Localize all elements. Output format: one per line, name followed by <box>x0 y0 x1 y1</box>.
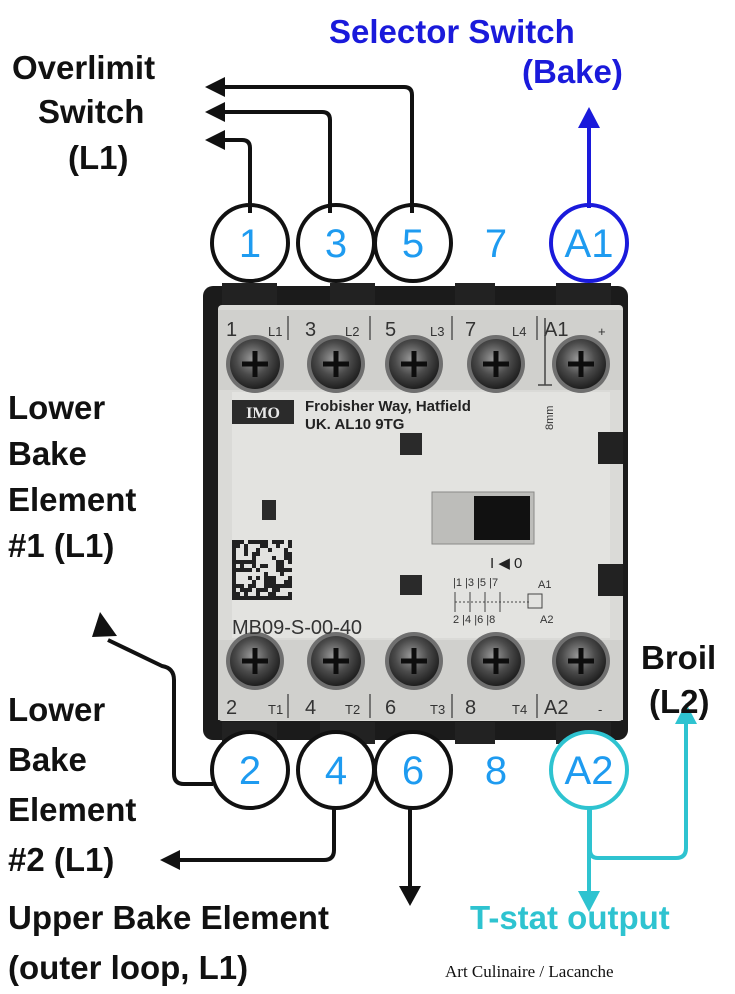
model-number: MB09-S-00-40 <box>232 617 362 639</box>
marking-top-8: A1 <box>544 319 568 341</box>
image-credit: Art Culinaire / Lacanche <box>445 962 614 981</box>
bottom-screw-2 <box>307 632 365 690</box>
marking-bottom-9: - <box>598 702 602 717</box>
lower-bake-1-connector <box>92 612 213 786</box>
bottom-terminal-row: 2 4 6 8 A2 <box>210 730 629 810</box>
marking-top-9: + <box>598 324 606 339</box>
bottom-screw-1 <box>226 632 284 690</box>
svg-text:A1: A1 <box>538 579 551 591</box>
lower-bake-1-label-4: #1 (L1) <box>8 527 115 564</box>
marking-bottom-6: 8 <box>465 697 476 719</box>
marking-bottom-8: A2 <box>544 697 568 719</box>
marking-bottom-1: T1 <box>268 702 283 717</box>
selector-connector <box>578 107 600 208</box>
address-line-2: UK. AL10 9TG <box>305 416 404 433</box>
marking-bottom-5: T3 <box>430 702 445 717</box>
marking-top-7: L4 <box>512 324 526 339</box>
marking-top-6: 7 <box>465 319 476 341</box>
marking-top-5: L3 <box>430 324 444 339</box>
lower-bake-1-label-2: Bake <box>8 435 87 472</box>
top-screw-4 <box>467 335 525 393</box>
address-line-1: Frobisher Way, Hatfield <box>305 398 471 415</box>
marking-bottom-2: 4 <box>305 697 316 719</box>
lower-bake-2-label-2: Bake <box>8 741 87 778</box>
top-screw-1 <box>226 335 284 393</box>
broil-label-2: (L2) <box>649 683 710 720</box>
lower-bake-1-label-3: Element <box>8 481 137 518</box>
bottom-screw-5 <box>552 632 610 690</box>
imo-logo-text: IMO <box>246 405 280 422</box>
marking-bottom-7: T4 <box>512 702 527 717</box>
contact-schematic: |1 |3 |5 |7 2 |4 |6 |8 A1 A2 <box>453 577 553 626</box>
top-terminal-label-3: 3 <box>325 222 347 266</box>
selector-bake-label: (Bake) <box>522 53 623 90</box>
bottom-screw-4 <box>467 632 525 690</box>
marking-top-3: L2 <box>345 324 359 339</box>
marking-top-0: 1 <box>226 319 237 341</box>
bottom-terminal-label-4: 4 <box>325 749 347 793</box>
marking-bottom-4: 6 <box>385 697 396 719</box>
bottom-terminal-circle-2 <box>210 730 290 810</box>
top-terminal-row: 1 3 5 7 A1 <box>210 203 629 283</box>
overlimit-connectors <box>222 85 414 213</box>
tstat-output-label: T-stat output <box>470 899 670 936</box>
lower-bake-2-label-4: #2 (L1) <box>8 841 115 878</box>
marking-top-1: L1 <box>268 324 282 339</box>
bottom-terminal-label-6: 6 <box>402 749 424 793</box>
top-terminal-label-1: 1 <box>239 222 261 266</box>
a2-connectors <box>578 703 697 912</box>
top-screw-3 <box>385 335 443 393</box>
marking-top-2: 3 <box>305 319 316 341</box>
lower-bake-2-connector <box>160 808 336 870</box>
marking-bottom-0: 2 <box>226 697 237 719</box>
overlimit-label-1: Overlimit <box>12 49 156 86</box>
svg-text:|1 |3 |5 |7: |1 |3 |5 |7 <box>453 577 498 589</box>
imo-logo <box>232 400 294 424</box>
top-terminal-label-7: 7 <box>485 222 507 266</box>
marking-bottom-3: T2 <box>345 702 360 717</box>
bottom-terminal-label-2: 2 <box>239 749 261 793</box>
svg-text:A2: A2 <box>540 614 553 626</box>
upper-bake-label-1: Upper Bake Element <box>8 899 329 936</box>
top-terminal-label-5: 5 <box>402 222 424 266</box>
selector-switch-label: Selector Switch <box>329 13 575 50</box>
overlimit-label-2: Switch <box>38 93 145 130</box>
bottom-screw-3 <box>385 632 443 690</box>
upper-bake-connector <box>399 808 421 906</box>
switch-indicator: I ◀ 0 <box>490 555 522 572</box>
bottom-terminal-label-8: 8 <box>485 749 507 793</box>
overlimit-label-3: (L1) <box>68 139 129 176</box>
broil-label-1: Broil <box>641 639 717 676</box>
top-screw-5 <box>552 335 610 393</box>
upper-bake-label-2: (outer loop, L1) <box>8 949 249 986</box>
top-screw-2 <box>307 335 365 393</box>
lower-bake-1-label-1: Lower <box>8 389 106 426</box>
svg-text:2 |4 |6 |8: 2 |4 |6 |8 <box>453 614 495 626</box>
data-matrix-code <box>232 540 292 600</box>
bottom-terminal-label-a2: A2 <box>565 749 614 793</box>
lower-bake-2-label-1: Lower <box>8 691 106 728</box>
marking-top-4: 5 <box>385 319 396 341</box>
lower-bake-2-label-3: Element <box>8 791 137 828</box>
mm-label: 8mm <box>544 406 556 430</box>
bottom-terminal-circle-6 <box>373 730 453 810</box>
top-terminal-label-a1: A1 <box>565 222 614 266</box>
